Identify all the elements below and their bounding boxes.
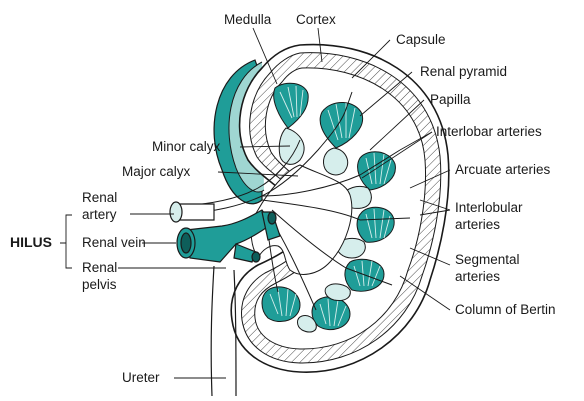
label-renal-artery-1: Renal [82,190,117,205]
label-renal-artery-2: artery [82,207,117,222]
label-minor-calyx: Minor calyx [152,139,220,154]
label-interlobar-arteries: Interlobar arteries [436,124,542,139]
renal-artery-vessel [170,202,214,222]
label-column-of-bertin: Column of Bertin [455,302,556,317]
label-cortex: Cortex [296,12,336,27]
label-renal-pyramid: Renal pyramid [420,64,507,79]
label-major-calyx: Major calyx [122,164,190,179]
ureter [211,266,236,396]
label-renal-vein: Renal vein [82,235,146,250]
label-renal-pelvis-1: Renal [82,260,117,275]
pyramid [262,287,300,322]
label-interlobular-2: arteries [455,217,500,232]
label-interlobular-1: Interlobular [455,200,523,215]
label-ureter: Ureter [122,370,160,385]
label-arcuate-arteries: Arcuate arteries [455,162,550,177]
label-medulla: Medulla [224,12,271,27]
label-renal-pelvis-2: pelvis [82,277,117,292]
label-capsule: Capsule [396,32,446,47]
label-segmental-2: arteries [455,269,500,284]
label-segmental-1: Segmental [455,252,520,267]
label-papilla: Papilla [430,92,471,107]
pyramid [312,297,350,330]
label-hilus: HILUS [10,235,52,250]
